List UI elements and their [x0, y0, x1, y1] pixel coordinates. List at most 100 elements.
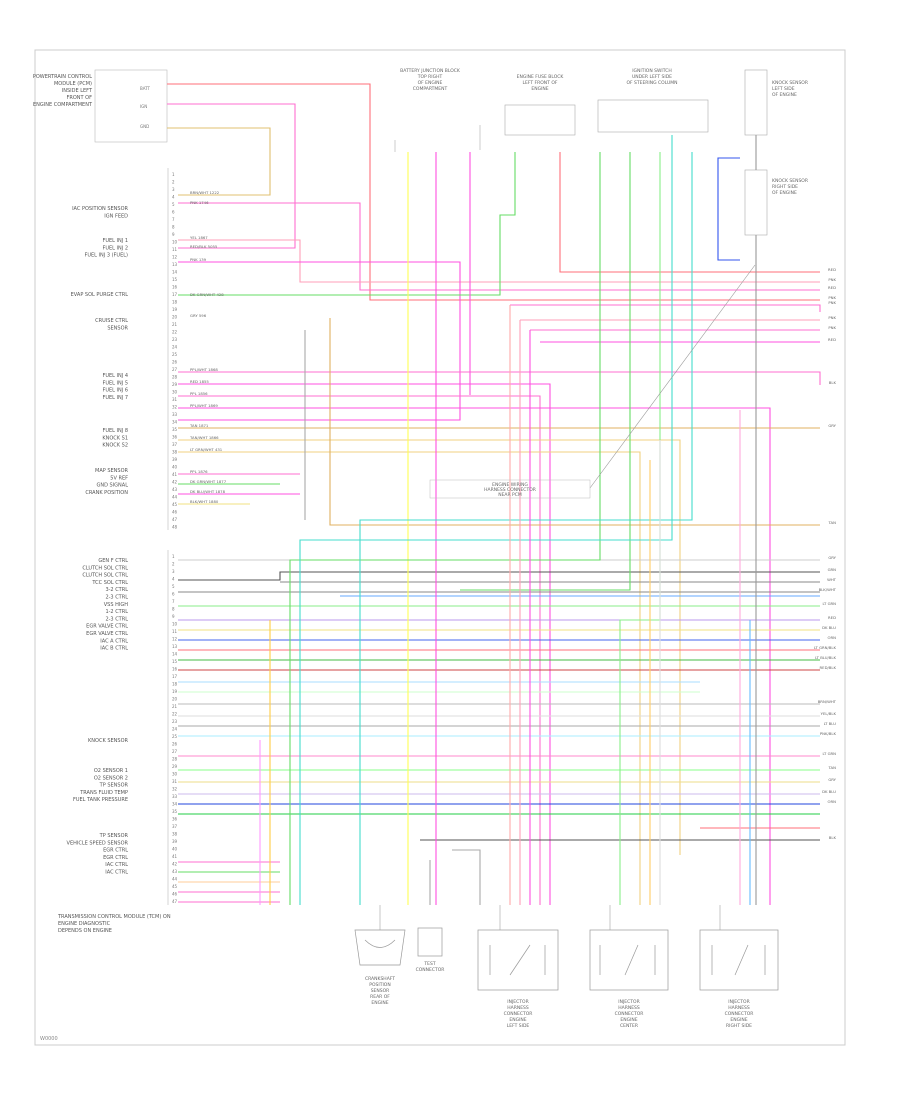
pin-group-label: TP SENSOR — [99, 833, 129, 839]
svg-text:CONNECTOR: CONNECTOR — [416, 967, 445, 973]
svg-text:HARNESS CONNECTOR: HARNESS CONNECTOR — [484, 487, 536, 493]
svg-text:OF ENGINE: OF ENGINE — [772, 190, 797, 196]
right-tag: ORN — [828, 635, 837, 640]
wire-label: DK BLU/WHT 1878 — [190, 489, 226, 494]
pin-number: 30 — [172, 772, 178, 777]
pin-number: 13 — [172, 644, 178, 649]
pin-number: 34 — [172, 420, 178, 425]
right-tag: PNK — [828, 300, 836, 305]
pin-number: 17 — [172, 674, 178, 679]
wire-label: TAN/WHT 1866 — [189, 435, 219, 440]
right-tag: DK BLU — [822, 625, 836, 630]
pin-group-label: GND SIGNAL — [96, 483, 128, 489]
pin-group-label: IAC CTRL — [105, 870, 128, 876]
wire — [510, 304, 821, 312]
pin-number: 41 — [172, 854, 178, 859]
wire — [178, 239, 820, 283]
svg-text:HARNESS: HARNESS — [507, 1005, 529, 1011]
pin-number: 47 — [172, 899, 178, 904]
pin-group-label: EGR VALVE CTRL — [86, 624, 128, 630]
wire-label: BLK/WHT 1880 — [190, 499, 219, 504]
right-tag: TAN — [828, 520, 837, 525]
pin-number: 8 — [172, 607, 175, 612]
right-tag: RED/BLK — [820, 665, 837, 670]
svg-text:HARNESS: HARNESS — [728, 1005, 750, 1011]
pin-number: 18 — [172, 682, 178, 687]
pin-number: 36 — [172, 817, 178, 822]
pin-number: 15 — [172, 659, 178, 664]
pin-number: 32 — [172, 405, 178, 410]
pin-number: 16 — [172, 667, 178, 672]
svg-text:INSIDE LEFT: INSIDE LEFT — [62, 88, 93, 94]
svg-text:HARNESS: HARNESS — [618, 1005, 640, 1011]
wire-label: BRN/WHT 1222 — [190, 190, 220, 195]
pin-number: 28 — [172, 757, 178, 762]
right-tag: PNK — [828, 295, 836, 300]
right-tag: ORN — [828, 799, 837, 804]
pin-number: 22 — [172, 330, 178, 335]
diagram-frame — [34, 49, 846, 1046]
right-tag: BLK — [829, 835, 837, 840]
pin-number: 1 — [172, 554, 175, 559]
pin-number: 33 — [172, 794, 178, 799]
pin-number: 42 — [172, 862, 178, 867]
pin-number: 5 — [172, 202, 175, 207]
svg-text:BATT: BATT — [140, 86, 151, 91]
pin-number: 27 — [172, 367, 178, 372]
pin-number: 14 — [172, 652, 178, 657]
pin-group-label: FUEL INJ 5 — [102, 380, 128, 386]
pin-number: 19 — [172, 689, 178, 694]
right-tag: PNK/BLK — [820, 731, 837, 736]
pin-number: 20 — [172, 697, 178, 702]
pin-group-label: CRUISE CTRL — [95, 318, 128, 324]
pin-number: 23 — [172, 719, 178, 724]
wire-label: RED/BLK 5055 — [190, 244, 218, 249]
svg-text:INJECTOR: INJECTOR — [507, 999, 528, 1005]
pin-number: 39 — [172, 839, 178, 844]
right-tag: LT BLU — [824, 721, 837, 726]
pin-number: 15 — [172, 277, 178, 282]
pin-number: 21 — [172, 322, 178, 327]
svg-text:BATTERY JUNCTION BLOCK: BATTERY JUNCTION BLOCK — [400, 68, 461, 74]
pin-number: 35 — [172, 809, 178, 814]
right-tag: LT GRN — [822, 751, 836, 756]
pin-group-label: KNOCK SENSOR — [88, 738, 128, 744]
svg-text:INJECTOR: INJECTOR — [728, 999, 749, 1005]
pin-number: 36 — [172, 435, 178, 440]
svg-text:INJECTOR: INJECTOR — [618, 999, 639, 1005]
wire-label: PPL/WHT 1868 — [190, 367, 218, 372]
pin-number: 4 — [172, 577, 175, 582]
pin-number: 38 — [172, 832, 178, 837]
pin-number: 30 — [172, 390, 178, 395]
pin-number: 1 — [172, 172, 175, 177]
pin-number: 39 — [172, 457, 178, 462]
pin-number: 29 — [172, 382, 178, 387]
right-tag: WHT — [827, 577, 837, 582]
pin-number: 44 — [172, 495, 178, 500]
svg-text:OF ENGINE: OF ENGINE — [772, 92, 797, 98]
pin-number: 28 — [172, 375, 178, 380]
pin-number: 6 — [172, 592, 175, 597]
pin-group-label: GEN F CTRL — [98, 558, 128, 564]
svg-text:CRANKSHAFT: CRANKSHAFT — [365, 976, 395, 982]
svg-text:KNOCK SENSOR: KNOCK SENSOR — [772, 178, 808, 184]
pin-group-label: IAC CTRL — [105, 862, 128, 868]
pin-number: 6 — [172, 210, 175, 215]
pin-number: 16 — [172, 285, 178, 290]
pin-number: 43 — [172, 869, 178, 874]
svg-text:ENGINE DIAGNOSTIC: ENGINE DIAGNOSTIC — [58, 921, 111, 927]
pin-number: 25 — [172, 352, 178, 357]
pin-number: 3 — [172, 569, 175, 574]
svg-text:ENGINE: ENGINE — [730, 1017, 747, 1023]
svg-text:OF STEERING COLUMN: OF STEERING COLUMN — [626, 80, 677, 86]
right-tag: PNK — [828, 325, 836, 330]
wire — [559, 152, 820, 273]
right-tag: GRY — [828, 423, 836, 428]
pin-group-label: FUEL TANK PRESSURE — [73, 797, 128, 803]
pin-group-label: O2 SENSOR 2 — [94, 775, 128, 781]
center-harness-label: ENGINE WIRING HARNESS CONNECTOR NEAR PCM — [429, 264, 756, 499]
pin-group-label: TCC SOL CTRL — [91, 580, 128, 586]
pin-group-label: FUEL INJ 4 — [102, 373, 128, 379]
wire-label: RED 1855 — [190, 379, 209, 384]
